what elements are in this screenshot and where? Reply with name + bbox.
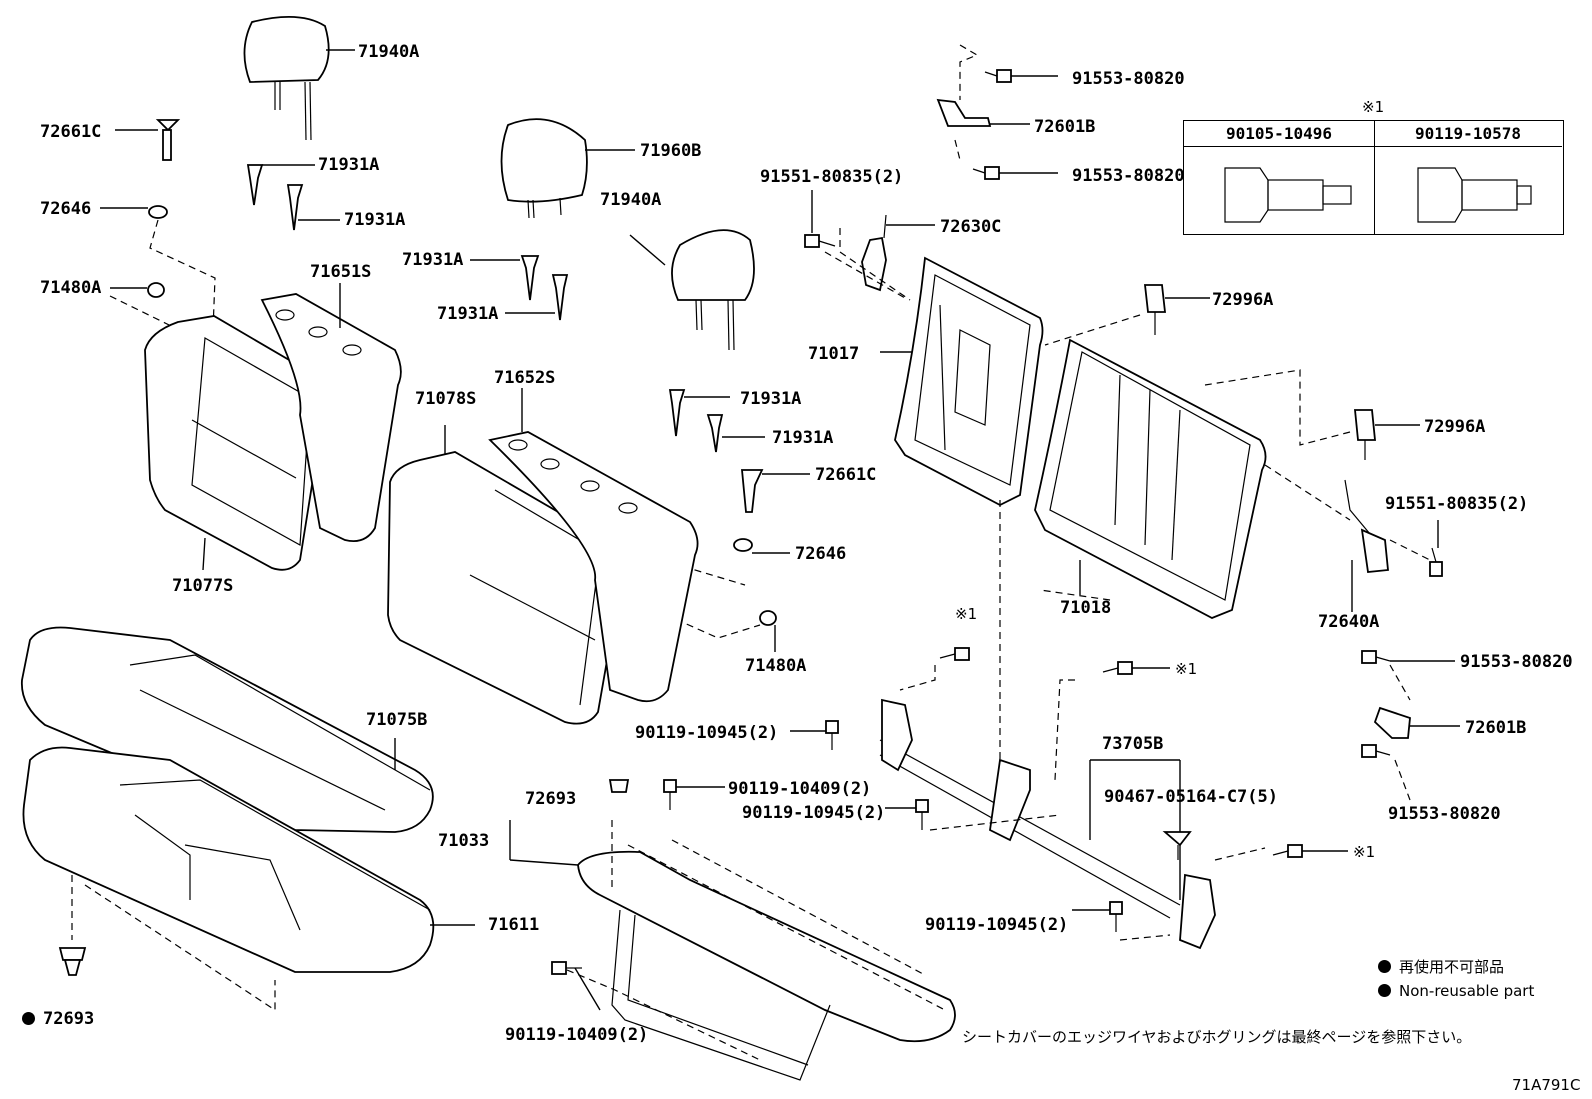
label-90119-10409-a: 90119-10409(2): [728, 779, 872, 799]
note-see-last-page: シートカバーのエッジワイヤおよびホグリングは最終ページを参照下さい。: [962, 1028, 1472, 1046]
note-non-reusable-jp: 再使用不可部品: [1378, 960, 1504, 975]
label-71078s: 71078S: [415, 389, 477, 409]
label-72640a: 72640A: [1318, 612, 1380, 632]
label-72661c-a: 72661C: [40, 122, 102, 142]
headrest-71940a-mid: [629, 229, 755, 351]
label-71940a-a: 71940A: [358, 42, 420, 62]
non-reusable-dot-icon: [22, 1012, 35, 1025]
mark-note-a: ※1: [955, 605, 978, 623]
bolts-rail: [939, 647, 1348, 858]
label-91553-80820-c: 91553-80820: [1460, 652, 1573, 672]
non-reusable-dot-icon: [1378, 984, 1391, 997]
label-71480a-a: 71480A: [40, 278, 102, 298]
legend-divider: [1374, 121, 1375, 234]
frame-71017: [880, 256, 1044, 507]
bolts-frame: [551, 720, 1123, 1011]
rail-73705b: [879, 500, 1266, 950]
label-71652s: 71652S: [494, 368, 556, 388]
label-91551-80835-a: 91551-80835(2): [760, 167, 904, 187]
label-71931a-d: 71931A: [437, 304, 499, 324]
mark-note-c: ※1: [1353, 843, 1376, 861]
bracket-72601b-top: [936, 44, 1058, 180]
label-90467-05164-c7: 90467-05164-C7(5): [1104, 787, 1278, 807]
label-72996a-b: 72996A: [1424, 417, 1486, 437]
legend-col2-header: 90119-10578: [1374, 121, 1562, 147]
label-72661c-b: 72661C: [815, 465, 877, 485]
label-71075b: 71075B: [366, 710, 428, 730]
seatback-71651s: [260, 283, 402, 543]
frame-71018: [1034, 338, 1267, 619]
bracket-72601b-right: [1361, 650, 1460, 801]
mark-note-b: ※1: [1175, 660, 1198, 678]
non-reusable-dot-icon: [1378, 960, 1391, 973]
cushion-71075b: [21, 626, 434, 833]
lock-72996a-right: [1204, 369, 1420, 460]
cushion-71611: [22, 746, 475, 973]
label-73705b: 73705B: [1102, 734, 1164, 754]
label-71077s: 71077S: [172, 576, 234, 596]
legend-bolt-drawings: [1224, 167, 1532, 223]
label-90119-10945-c: 90119-10945(2): [925, 915, 1069, 935]
label-71931a-a: 71931A: [318, 155, 380, 175]
label-72646-a: 72646: [40, 199, 92, 219]
lock-72996a-top: [1044, 284, 1210, 346]
headrest-71960b: [500, 118, 635, 219]
label-71931a-b: 71931A: [344, 210, 406, 230]
label-72601b-a: 72601B: [1034, 117, 1096, 137]
label-71931a-e: 71931A: [740, 389, 802, 409]
label-72646-b: 72646: [795, 544, 847, 564]
label-72693-a: 72693: [22, 1011, 94, 1028]
label-72601b-b: 72601B: [1465, 718, 1527, 738]
clip-72693-left: [58, 875, 276, 1012]
bracket-72630c: [804, 190, 935, 301]
label-71017: 71017: [808, 344, 860, 364]
label-71960b: 71960B: [640, 141, 702, 161]
label-72693-b: 72693: [525, 789, 577, 809]
frame-71033: [509, 820, 956, 1081]
label-90119-10945-a: 90119-10945(2): [635, 723, 779, 743]
seatback-71652s: [488, 388, 699, 703]
note-non-reusable-en: Non-reusable part: [1378, 984, 1534, 999]
label-90119-10409-b: 90119-10409(2): [505, 1025, 649, 1045]
label-91553-80820-b: 91553-80820: [1072, 166, 1185, 186]
fasteners-left: [100, 119, 810, 652]
legend-col1-header: 90105-10496: [1184, 121, 1374, 147]
label-91553-80820-d: 91553-80820: [1388, 804, 1501, 824]
label-71940a-b: 71940A: [600, 190, 662, 210]
label-72630c: 72630C: [940, 217, 1002, 237]
legend-mark: ※1: [1362, 98, 1385, 116]
headrest-71940a-left: [243, 15, 355, 141]
legend-box: 90105-10496 90119-10578: [1183, 120, 1564, 235]
label-91553-80820-a: 91553-80820: [1072, 69, 1185, 89]
label-71480a-b: 71480A: [745, 656, 807, 676]
label-71018: 71018: [1060, 598, 1112, 618]
label-91551-80835-b: 91551-80835(2): [1385, 494, 1529, 514]
diagram-code: 71A791C: [1512, 1076, 1581, 1094]
bracket-72640a: [1264, 464, 1443, 612]
label-71033: 71033: [438, 831, 490, 851]
label-72996a-a: 72996A: [1212, 290, 1274, 310]
label-71651s: 71651S: [310, 262, 372, 282]
label-71611: 71611: [488, 915, 540, 935]
clip-72693-frame: [608, 779, 630, 793]
label-71931a-f: 71931A: [772, 428, 834, 448]
label-90119-10945-b: 90119-10945(2): [742, 803, 886, 823]
label-71931a-c: 71931A: [402, 250, 464, 270]
